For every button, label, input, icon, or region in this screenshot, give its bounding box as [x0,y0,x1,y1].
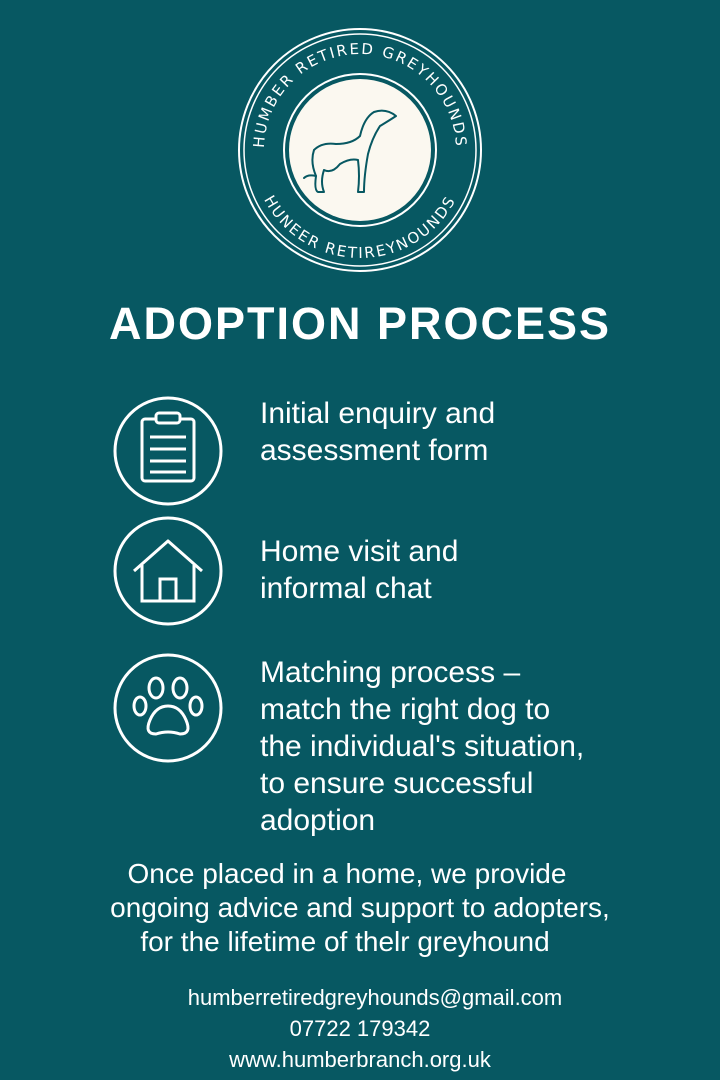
step-line: assessment form [260,434,489,467]
step-line: Matching process – [260,656,521,689]
step-line: informal chat [260,572,432,605]
email-link[interactable]: humberretiredgreyhounds@gmail.com [187,985,563,1010]
step-text: Matching process – match the right dog t… [260,654,700,839]
greyhound-icon [303,109,397,193]
support-message: Once placed in a home, we provide ongoin… [0,857,720,959]
step-line: to ensure successful [260,767,534,800]
step-line: Home visit and [260,535,459,568]
support-line: for the lifetime of thelr greyhound [140,926,550,957]
paw-icon [113,653,223,763]
step-text: Initial enquiry and assessment form [260,395,700,469]
house-icon [113,516,223,626]
contact-info: humberretiredgreyhounds@gmail.com 07722 … [0,982,720,1075]
phone-number[interactable]: 07722 179342 [289,1016,431,1041]
step-line: the individual's situation, [260,730,585,763]
step-line: match the right dog to [260,693,551,726]
humber-retired-greyhounds-logo: HUMBER RETIRED GREYHOUNDS HUNEER RETIREY… [238,28,482,272]
step-text: Home visit and informal chat [260,533,700,607]
step-line: Initial enquiry and [260,397,496,430]
support-line: Once placed in a home, we provide [127,858,567,889]
page-title: ADOPTION PROCESS [108,298,612,349]
clipboard-icon [113,396,223,506]
step-line: adoption [260,804,376,837]
website-link[interactable]: www.humberbranch.org.uk [229,1047,491,1072]
support-line: ongoing advice and support to adopters, [110,892,610,923]
